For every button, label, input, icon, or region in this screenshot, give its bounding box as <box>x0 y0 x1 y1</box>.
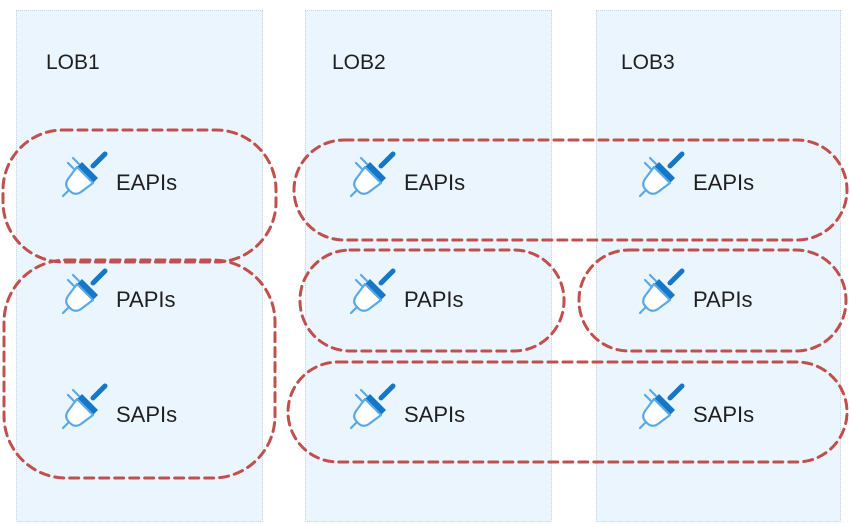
api-label: PAPIs <box>693 287 753 312</box>
connector-plug-icon <box>60 150 110 200</box>
connector-plug-icon <box>348 150 398 200</box>
connector-plug-icon <box>637 267 687 317</box>
connector-plug-icon <box>348 382 398 432</box>
connector-plug-icon <box>348 267 398 317</box>
api-label: EAPIs <box>404 170 466 195</box>
api-label: EAPIs <box>116 170 178 195</box>
api-label: PAPIs <box>404 287 464 312</box>
lob1-eapis: EAPIs <box>60 150 177 200</box>
connector-plug-icon <box>637 382 687 432</box>
lob1-sapis: SAPIs <box>60 382 177 432</box>
lob2-papis: PAPIs <box>348 267 464 317</box>
lob2-sapis: SAPIs <box>348 382 465 432</box>
lob2-title: LOB2 <box>332 51 386 74</box>
lob2-column: LOB2 <box>305 10 552 522</box>
connector-plug-icon <box>60 382 110 432</box>
lob2-eapis: EAPIs <box>348 150 465 200</box>
lob1-column: LOB1 <box>16 10 263 522</box>
lob3-sapis: SAPIs <box>637 382 754 432</box>
lob1-title: LOB1 <box>46 51 100 74</box>
api-label: SAPIs <box>693 402 755 427</box>
api-label: SAPIs <box>116 402 178 427</box>
api-label: SAPIs <box>404 402 466 427</box>
api-label: PAPIs <box>116 287 176 312</box>
lob3-column: LOB3 <box>596 10 841 522</box>
connector-plug-icon <box>637 150 687 200</box>
lob3-title: LOB3 <box>621 51 675 74</box>
lob3-papis: PAPIs <box>637 267 753 317</box>
lob3-eapis: EAPIs <box>637 150 754 200</box>
api-label: EAPIs <box>693 170 755 195</box>
lob1-papis: PAPIs <box>60 267 176 317</box>
connector-plug-icon <box>60 267 110 317</box>
